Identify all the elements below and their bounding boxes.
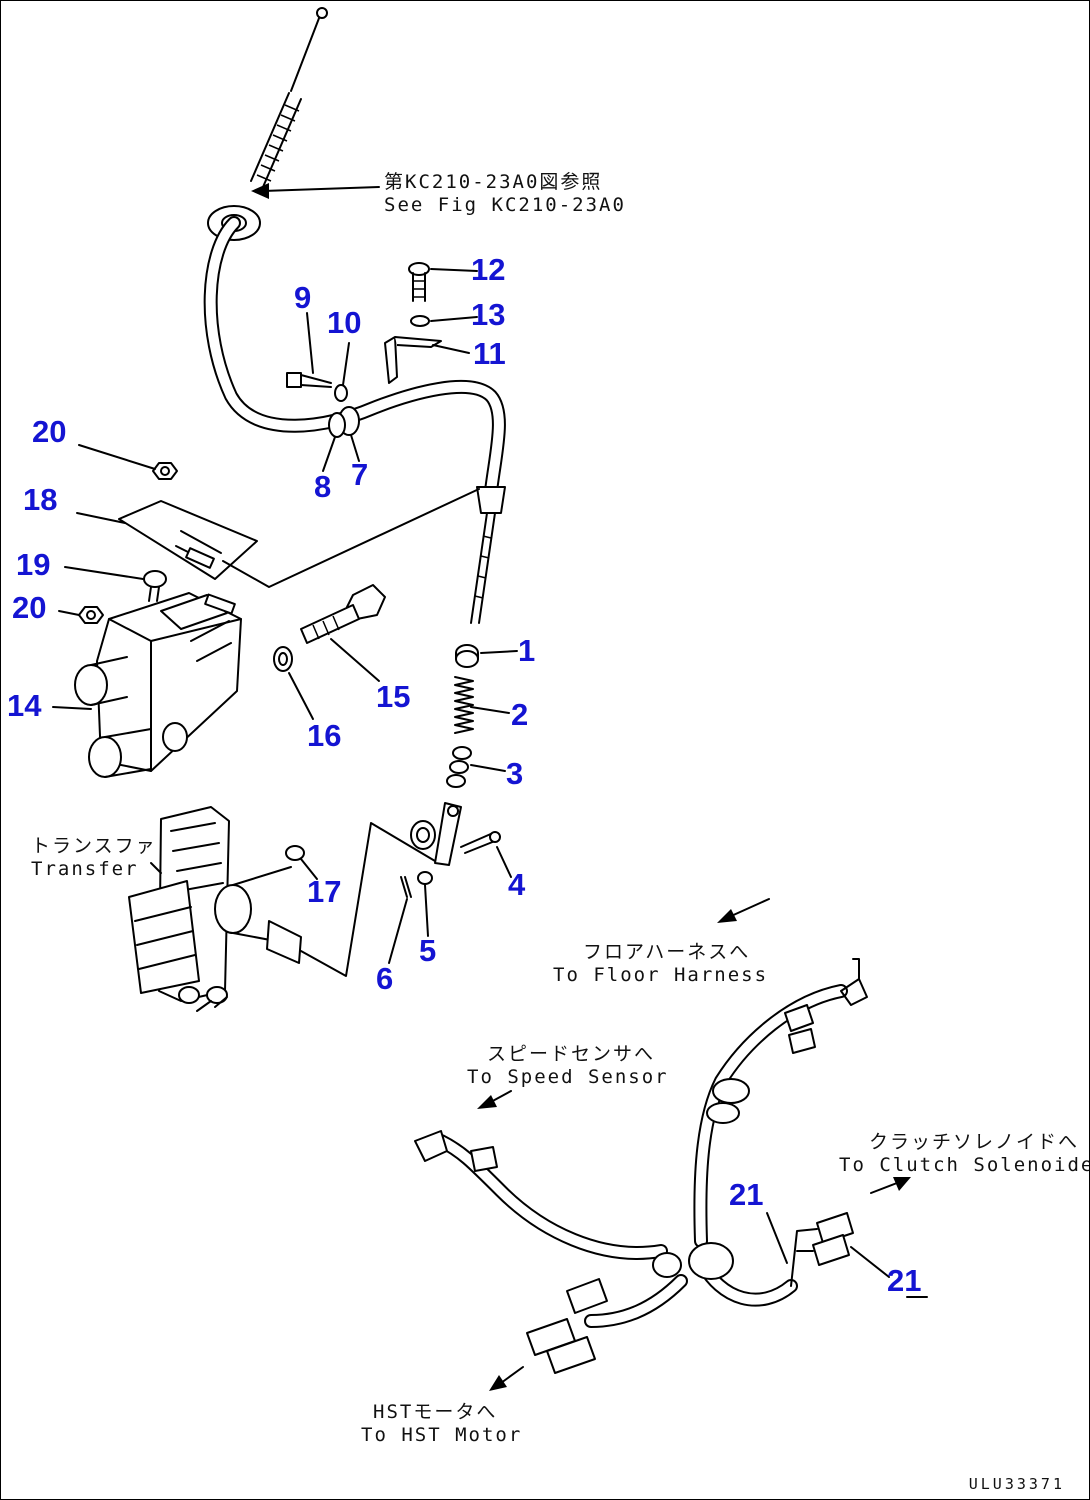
note-transfer: トランスファ Transfer xyxy=(31,835,157,881)
callout-18: 18 xyxy=(23,482,58,517)
note-speed-sensor-en: To Speed Sensor xyxy=(467,1065,669,1088)
callout-16: 16 xyxy=(307,718,342,753)
callout-17: 17 xyxy=(307,874,342,909)
callout-7: 7 xyxy=(351,457,369,492)
bolt-and-washer xyxy=(273,584,386,672)
callout-13: 13 xyxy=(471,297,506,332)
note-clutch-solenoid-jp: クラッチソレノイドへ xyxy=(869,1131,1080,1153)
callout-4: 4 xyxy=(508,867,526,902)
bracket-hardware xyxy=(286,262,442,402)
note-hst-motor: HSTモータへ To HST Motor xyxy=(361,1401,522,1447)
wire-harness xyxy=(414,958,868,1374)
callout-6: 6 xyxy=(376,961,394,996)
callout-15: 15 xyxy=(376,679,411,714)
control-cable xyxy=(203,7,506,624)
callout-12: 12 xyxy=(471,252,506,287)
callout-21-lower: 21 xyxy=(887,1263,922,1298)
note-floor-harness-jp: フロアハーネスへ xyxy=(583,941,751,963)
callout-10: 10 xyxy=(327,305,362,340)
callout-21-upper: 21 xyxy=(729,1177,764,1212)
note-clutch-solenoid-en: To Clutch Solenoide xyxy=(839,1153,1090,1176)
note-speed-sensor-jp: スピードセンサへ xyxy=(487,1043,656,1065)
note-floor-harness-en: To Floor Harness xyxy=(553,963,769,986)
transfer-unit xyxy=(128,806,305,1012)
note-floor-harness: フロアハーネスへ To Floor Harness xyxy=(553,941,768,987)
note-fig-reference-en: See Fig KC210-23A0 xyxy=(384,193,626,216)
callout-3: 3 xyxy=(506,756,524,791)
note-fig-reference-jp: 第KC210-23A0図参照 xyxy=(384,171,603,193)
callout-20-upper: 20 xyxy=(32,414,67,449)
note-hst-motor-en: To HST Motor xyxy=(361,1423,523,1446)
note-hst-motor-jp: HSTモータへ xyxy=(373,1401,498,1423)
leader-lines xyxy=(52,183,928,1391)
note-transfer-jp: トランスファ xyxy=(31,835,157,857)
lever-assembly xyxy=(300,644,501,977)
callout-1: 1 xyxy=(518,633,536,668)
valve-block xyxy=(74,592,242,778)
note-fig-reference: 第KC210-23A0図参照 See Fig KC210-23A0 xyxy=(384,171,626,217)
cover-plate-assembly xyxy=(78,462,480,624)
callout-9: 9 xyxy=(294,280,312,315)
callout-11: 11 xyxy=(473,336,506,371)
note-speed-sensor: スピードセンサへ To Speed Sensor xyxy=(467,1043,669,1089)
callout-8: 8 xyxy=(314,469,332,504)
note-transfer-en: Transfer xyxy=(31,857,139,880)
callout-14: 14 xyxy=(7,688,42,723)
callout-20-lower: 20 xyxy=(12,590,47,625)
callout-2: 2 xyxy=(511,697,529,732)
note-clutch-solenoid: クラッチソレノイドへ To Clutch Solenoide xyxy=(839,1131,1090,1177)
drawing-code: ULU33371 xyxy=(968,1475,1065,1493)
callout-5: 5 xyxy=(419,933,437,968)
callout-19: 19 xyxy=(16,547,51,582)
